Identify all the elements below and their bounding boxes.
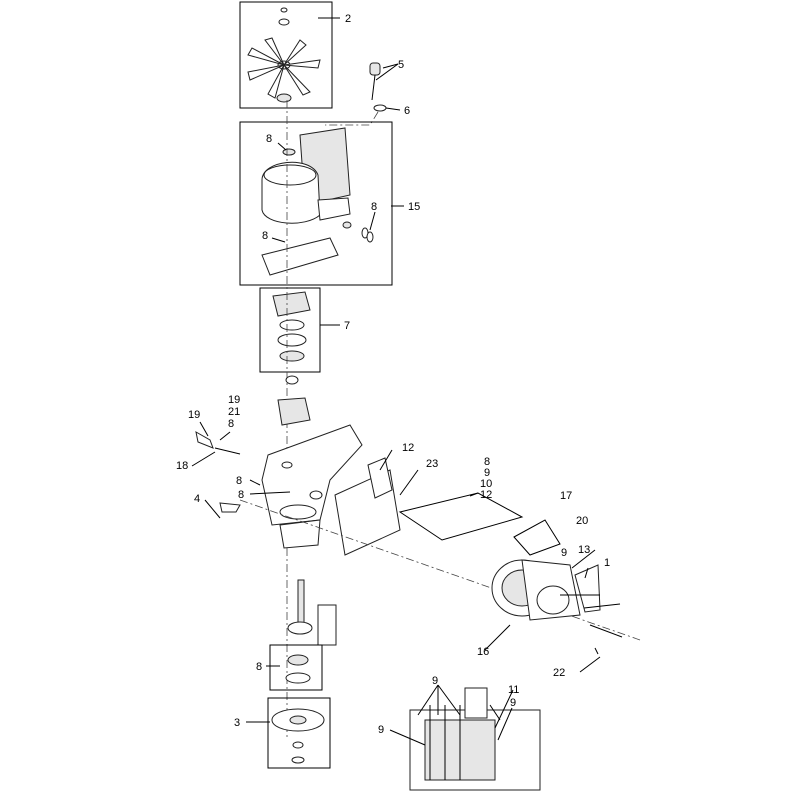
callout-19: 19 [188,409,200,421]
callout-6: 6 [404,105,410,117]
fan-assembly-group [239,1,340,109]
callout-8-cap: 8 [266,133,272,145]
callout-23: 23 [426,458,438,470]
callout-9-inset-top: 9 [432,675,438,687]
detail-inset [389,684,541,791]
callout-2: 2 [345,13,351,25]
callout-8-stack: 8 [484,456,490,468]
callout-19-top: 19 [228,394,240,406]
transmission-body [261,375,363,646]
callout-4: 4 [194,493,200,505]
gasket [261,237,339,276]
callout-8-gasket: 8 [262,230,268,242]
callout-12-upper: 12 [402,442,414,454]
bearing-kit-group [259,287,340,373]
callout-8-lower: 8 [238,489,244,501]
callout-7: 7 [344,320,350,332]
callout-17: 17 [560,490,572,502]
callout-8-mid: 8 [236,475,242,487]
callout-12-stack: 12 [480,489,492,501]
callout-10: 10 [480,478,492,490]
callout-8-bottom: 8 [256,661,262,673]
callout-9-right: 9 [561,547,567,559]
callout-16: 16 [477,646,489,658]
fan-assembly-box [239,1,333,109]
housing-assembly-box [239,121,393,286]
axle-assembly [239,449,641,641]
callout-3: 3 [234,717,240,729]
callout-13: 13 [578,544,590,556]
callout-20: 20 [576,515,588,527]
reservoir-housing [261,127,374,243]
fan-blades [247,37,321,99]
callout-9-stack: 9 [484,467,490,479]
pulley-box [267,697,331,769]
left-hardware [191,421,291,519]
callout-5: 5 [398,59,404,71]
dipstick-group [325,62,401,126]
bearing-kit-box [259,287,321,373]
shaft-kit-box [398,492,524,541]
callout-labels: 2 5 6 8 8 15 8 7 19 21 8 19 18 8 8 4 12 … [176,13,610,736]
pulley-assembly [246,644,331,769]
callout-21: 21 [228,406,240,418]
callout-15: 15 [408,201,420,213]
lower-bearing-box [269,644,323,691]
callout-8-left: 8 [228,418,234,430]
callout-1: 1 [604,557,610,569]
callout-9-inset-left: 9 [378,724,384,736]
callout-9-inset-right: 9 [510,697,516,709]
callout-11: 11 [508,684,519,696]
housing-assembly-group [239,121,404,286]
callout-18: 18 [176,460,188,472]
callout-8-seal: 8 [371,201,377,213]
callout-22: 22 [553,667,565,679]
axle-housing [484,549,623,673]
